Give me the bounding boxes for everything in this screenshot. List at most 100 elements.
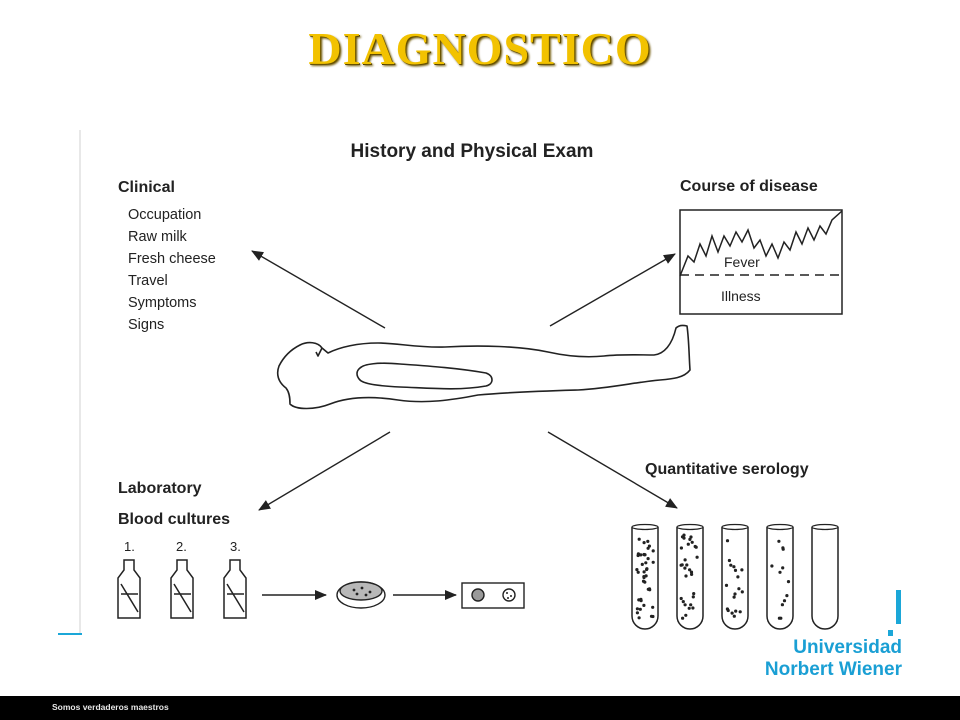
bacteria-dot <box>651 605 655 609</box>
bacteria-dot <box>740 568 744 572</box>
clinical-item: Travel <box>128 273 168 289</box>
bacteria-dot <box>736 575 740 579</box>
bacteria-dot <box>689 535 693 539</box>
bacteria-dot <box>646 557 650 561</box>
arrow-to-course <box>549 253 676 327</box>
fever-label: Fever <box>724 254 760 270</box>
bacteria-dot <box>651 549 655 553</box>
bacteria-dot <box>782 599 787 603</box>
bacteria-dot <box>786 580 791 584</box>
university-logo: Universidad Norbert Wiener <box>760 582 910 682</box>
bacteria-dot <box>738 610 742 614</box>
bacteria-dot <box>732 614 736 618</box>
bacteria-dot <box>642 575 646 579</box>
bacteria-dot <box>733 592 737 596</box>
clinical-heading: Clinical <box>118 179 175 196</box>
bacteria-dot <box>727 558 732 563</box>
bacteria-dot <box>646 539 650 544</box>
bacteria-dot <box>683 558 687 562</box>
culture-bottle-3 <box>223 559 247 619</box>
bacteria-dot <box>785 594 789 598</box>
bacteria-dot <box>740 590 744 594</box>
bacteria-dot <box>649 614 654 618</box>
bacteria-dot <box>639 597 643 602</box>
bacteria-dot <box>734 609 738 613</box>
clinical-item: Fresh cheese <box>128 251 216 267</box>
bacteria-dot <box>647 544 652 548</box>
bacteria-dot <box>690 540 694 544</box>
bacteria-dot <box>726 608 730 613</box>
serology-tube <box>721 523 749 630</box>
fever-curve <box>679 210 843 277</box>
culture-bottle-1 <box>117 559 141 619</box>
arrow-to-laboratory <box>258 431 391 511</box>
microscope-slide <box>461 582 525 609</box>
bacteria-dot <box>637 616 641 620</box>
bacteria-dot <box>642 603 646 608</box>
bacteria-dot <box>635 568 639 572</box>
bacteria-dot <box>737 587 741 591</box>
logo-text-line1: Universidad <box>793 637 902 658</box>
bacteria-dot <box>777 539 781 543</box>
course-heading: Course of disease <box>680 178 818 195</box>
bacteria-dot <box>724 583 729 588</box>
bacteria-dot <box>651 560 655 564</box>
bacteria-dot <box>683 566 687 570</box>
bacteria-dot <box>638 607 642 611</box>
serology-heading: Quantitative serology <box>645 461 809 478</box>
arrow-to-serology <box>547 431 678 509</box>
bacteria-dot <box>781 566 785 570</box>
bacteria-dot <box>690 572 694 577</box>
bacteria-dot <box>636 570 640 574</box>
diagram-panel <box>80 128 900 633</box>
clinical-item: Occupation <box>128 207 201 223</box>
serology-tube <box>766 523 794 630</box>
bacteria-dot <box>642 541 646 545</box>
clinical-item: Signs <box>128 317 164 333</box>
bottle-label: 2. <box>176 539 187 554</box>
laboratory-heading: Laboratory <box>118 480 202 497</box>
bacteria-dot <box>679 596 683 601</box>
bacteria-dot <box>688 568 692 572</box>
bacteria-dot <box>691 606 695 610</box>
bacteria-dot <box>639 553 643 557</box>
bacteria-dot <box>644 561 648 565</box>
petri-dish <box>336 581 386 609</box>
bacteria-dot <box>689 603 693 607</box>
serology-tubes <box>631 523 839 630</box>
slide-title: DIAGNOSTICO <box>308 23 652 74</box>
serology-tube <box>631 523 659 630</box>
clinical-item: Symptoms <box>128 295 197 311</box>
logo-mark-dot <box>888 630 893 636</box>
bacteria-dot <box>642 553 647 557</box>
bacteria-dot <box>679 546 684 550</box>
bacteria-dot <box>686 542 690 546</box>
bacteria-dot <box>637 537 641 541</box>
bottle-labels: 1. 2. 3. <box>124 539 241 554</box>
bacteria-dot <box>689 570 694 574</box>
bacteria-dot <box>682 533 686 537</box>
bacteria-dot <box>688 537 692 542</box>
culture-bottle-2 <box>170 559 194 619</box>
bacteria-dot <box>780 603 785 607</box>
logo-text-line2: Norbert Wiener <box>764 659 902 680</box>
bacteria-dot <box>692 592 696 596</box>
clinical-list: Occupation Raw milk Fresh cheese Travel … <box>128 207 216 333</box>
bacteria-dot <box>684 574 688 578</box>
bacteria-dot <box>647 587 652 591</box>
bacteria-dot <box>645 567 649 571</box>
bacteria-dot <box>693 544 697 549</box>
bacteria-dot <box>641 579 646 583</box>
bacteria-dot <box>770 564 774 568</box>
bacteria-dot <box>681 600 685 604</box>
course-chart-box <box>679 209 843 315</box>
bacteria-dot <box>733 568 738 573</box>
serology-tube <box>676 523 704 630</box>
accent-line <box>58 633 82 635</box>
footer-text: Somos verdaderos maestros <box>52 702 169 712</box>
bacteria-dot <box>681 616 685 620</box>
bacteria-dot <box>680 563 684 567</box>
bacteria-dot <box>732 595 736 599</box>
bacteria-dot <box>635 611 640 615</box>
